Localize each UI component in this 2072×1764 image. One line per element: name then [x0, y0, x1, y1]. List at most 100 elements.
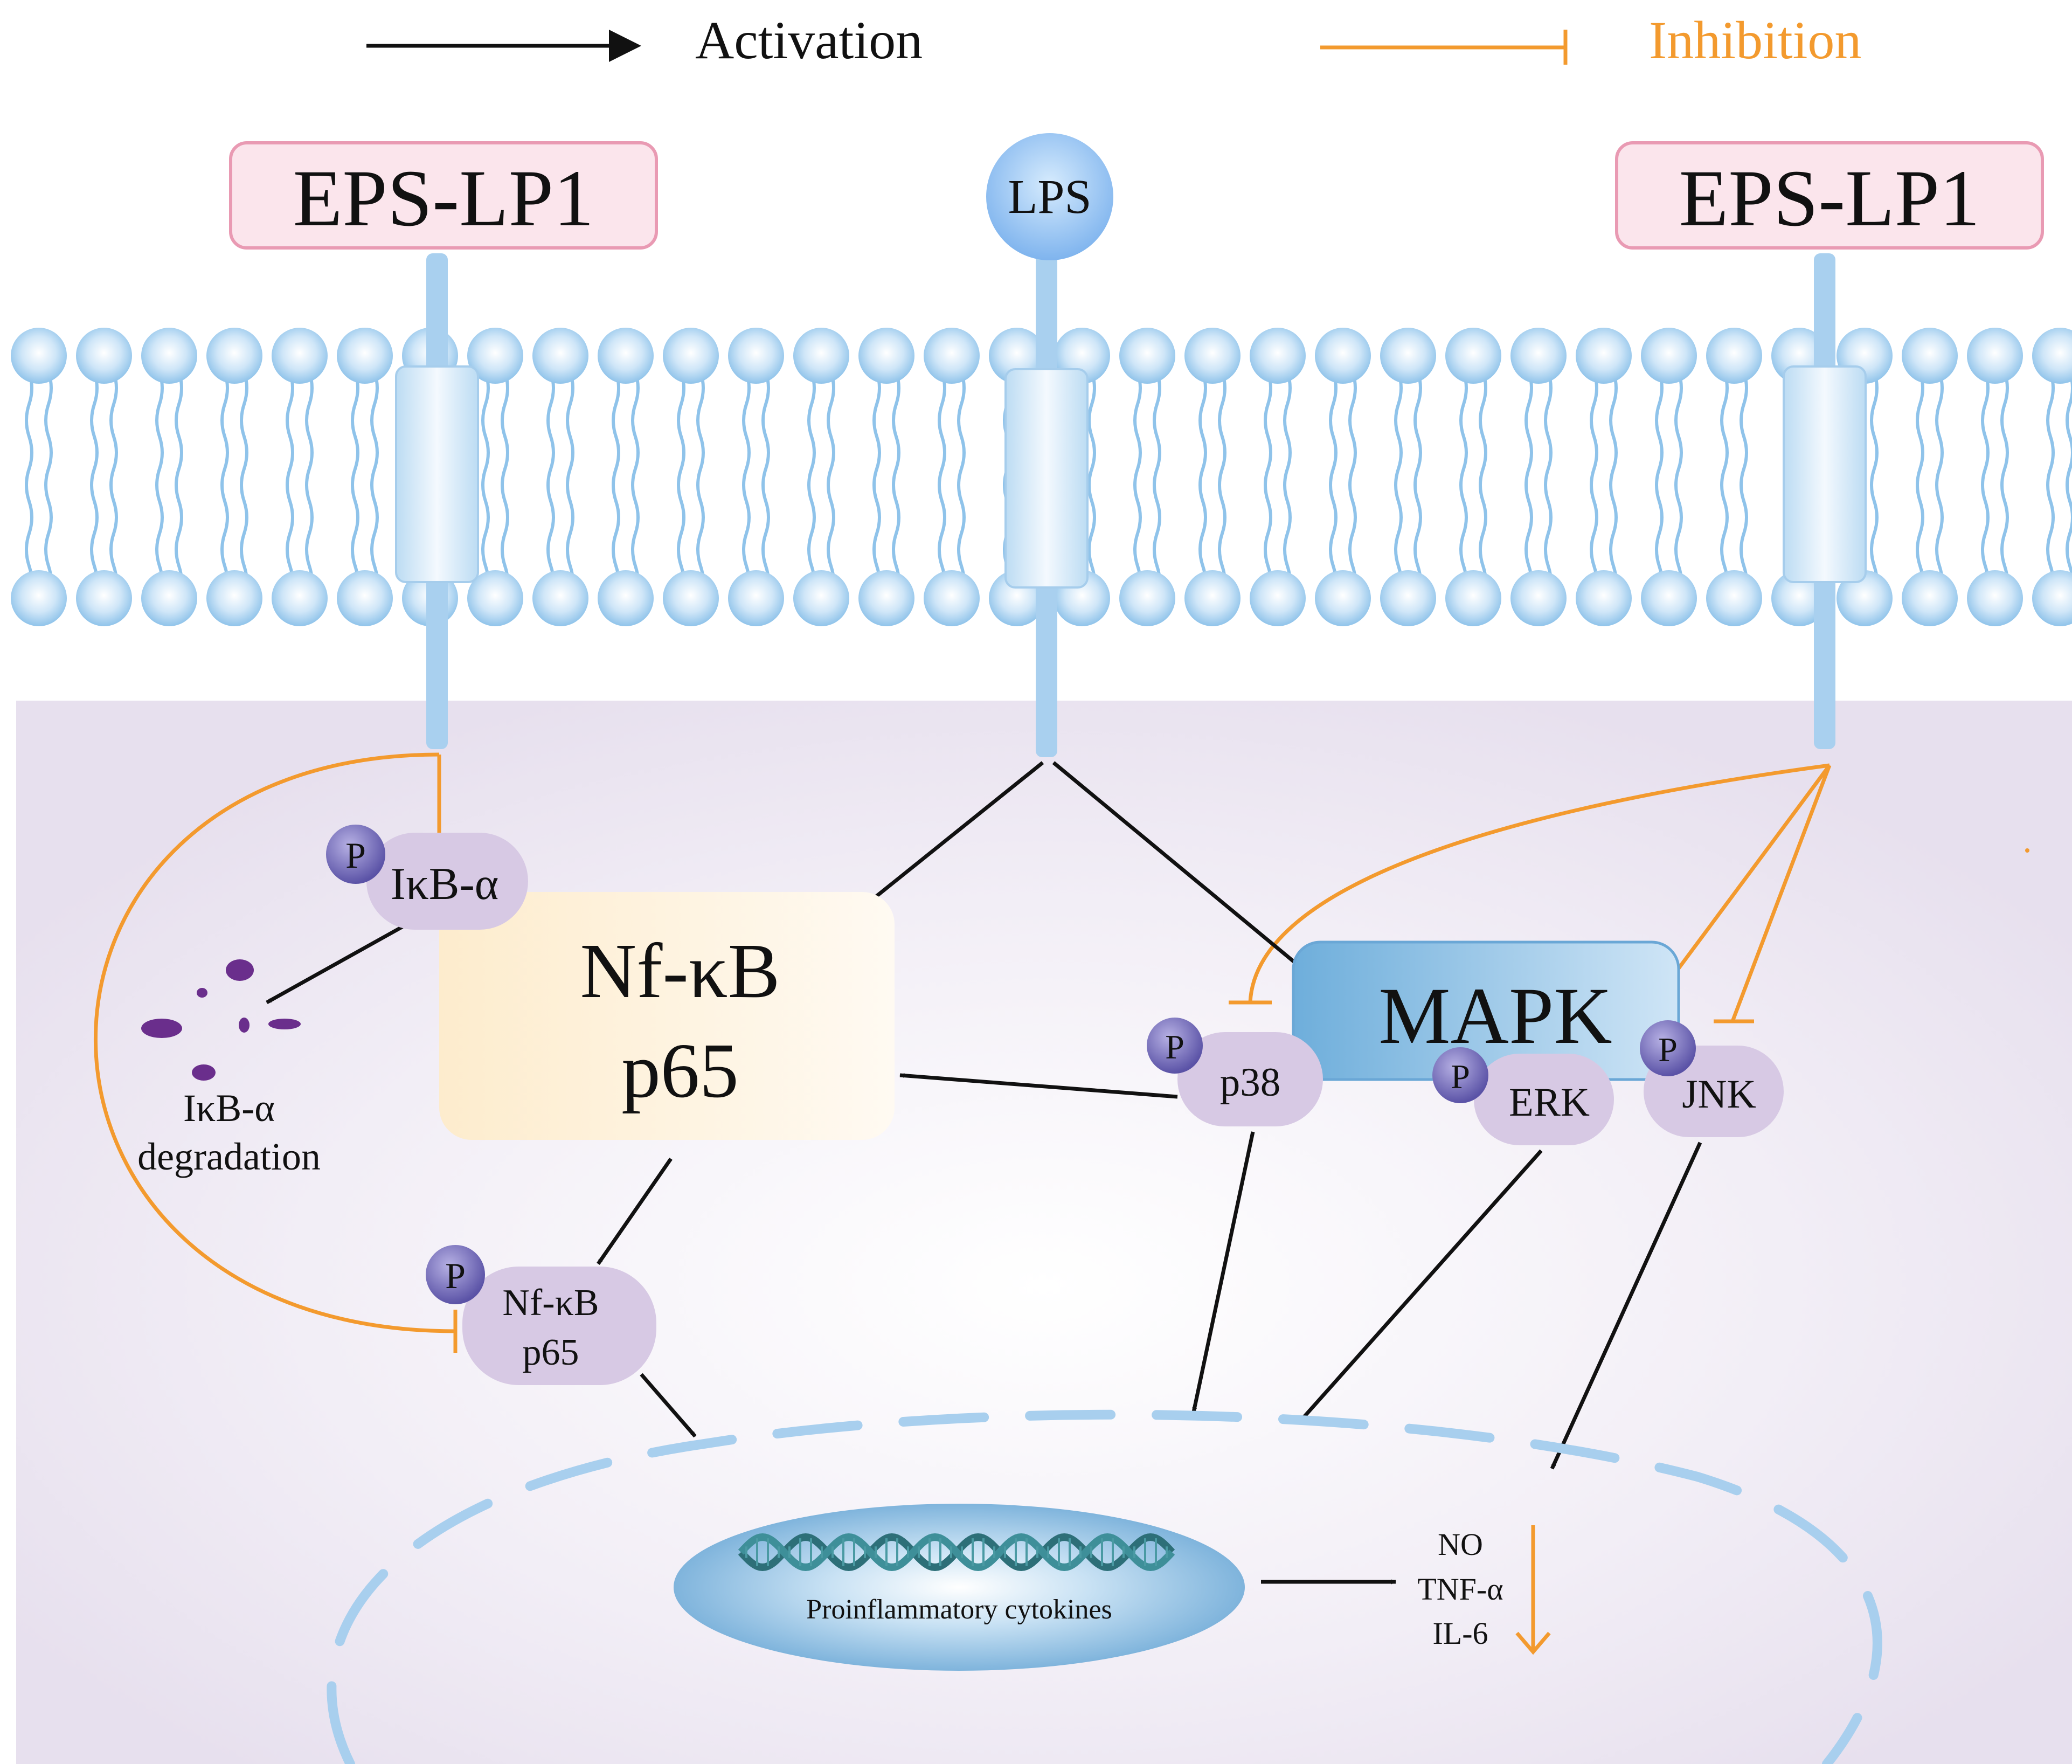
lipid-tail	[155, 371, 164, 599]
ikba-fragments	[141, 959, 301, 1081]
erk-phospho-badge	[1432, 1047, 1488, 1103]
lipid-tail	[1720, 371, 1729, 599]
lipid-head	[11, 328, 67, 384]
lipid-tail	[481, 371, 490, 599]
lipid-head	[1967, 570, 2023, 626]
receptors: EPS-LP1 LPS EPS-LP1	[229, 133, 2044, 757]
lps-ligand: LPS	[986, 133, 1113, 260]
lipid-head	[663, 570, 719, 626]
lipid-head	[1706, 328, 1762, 384]
legend-activation-label: Activation	[695, 10, 923, 70]
p38-label: p38	[1220, 1060, 1281, 1105]
right-eps-lp1-box: EPS-LP1	[1615, 141, 2044, 250]
lipid-tail	[892, 371, 900, 599]
lipid-tail	[286, 371, 294, 599]
lipid-head	[2032, 570, 2072, 626]
lps-label: LPS	[1008, 170, 1091, 224]
right-eps-lp1-label: EPS-LP1	[1679, 154, 1980, 243]
lipid-head	[1902, 328, 1958, 384]
lipid-tail	[1218, 371, 1226, 599]
lipid-head	[1315, 328, 1371, 384]
lipid-head	[1902, 570, 1958, 626]
lipid-head	[467, 328, 523, 384]
erk-node: ERK P	[1432, 1047, 1614, 1145]
ikba-label: IκB-α	[391, 859, 499, 909]
output-down-arrowhead	[1515, 1631, 1551, 1655]
lipid-tail	[1916, 371, 1924, 599]
lipid-head	[206, 328, 262, 384]
dna-region: Proinflammatory cytokines	[674, 1504, 1245, 1671]
left-receptor-channel	[395, 365, 479, 583]
lipid-tail	[696, 371, 705, 599]
lipid-tail	[566, 371, 574, 599]
lps-to-nfkb-arrow	[863, 761, 1044, 907]
lipid-tail	[501, 371, 509, 599]
lipid-head	[532, 328, 588, 384]
nfkb-line2: p65	[621, 1028, 739, 1114]
lipid-tail	[938, 371, 946, 599]
lipid-tail	[1264, 371, 1272, 599]
activation-paths	[266, 761, 1702, 1585]
lipid-head	[532, 570, 588, 626]
lipid-head	[272, 570, 328, 626]
cell-membrane	[11, 328, 2072, 626]
jnk-label: JNK	[1682, 1072, 1756, 1117]
erk-label: ERK	[1509, 1080, 1590, 1125]
cytokine-outputs: NO TNF-α IL-6	[1417, 1527, 1503, 1651]
lipid-tail	[1870, 371, 1879, 599]
dna-strand	[738, 1533, 1175, 1572]
lipid-tail	[240, 371, 248, 599]
lipid-tail	[827, 371, 835, 599]
lipid-head	[1250, 328, 1306, 384]
lipid-head	[1445, 328, 1501, 384]
inhibition-paths	[94, 752, 1832, 1655]
lipid-tail	[1413, 371, 1422, 599]
lipid-tail	[1544, 371, 1553, 599]
dna-ellipse	[674, 1504, 1245, 1671]
lipid-tail	[109, 371, 118, 599]
legend: Activation Inhibition	[366, 10, 1861, 70]
lipid-tail	[1655, 371, 1664, 599]
lipid-head	[11, 570, 67, 626]
mapk-box: MAPK	[1292, 940, 1680, 1081]
lipid-head	[1119, 570, 1175, 626]
lipid-head	[1184, 570, 1241, 626]
lipid-tail	[761, 371, 770, 599]
lipid-head	[858, 328, 914, 384]
lipid-tail	[1674, 371, 1683, 599]
p38-node: p38 P	[1147, 1018, 1323, 1126]
legend-inhibition-label: Inhibition	[1649, 10, 1861, 70]
erk-phospho-label: P	[1451, 1057, 1470, 1096]
lipid-tail	[1087, 371, 1096, 599]
nfkb-p65-box: Nf-κB p65	[439, 892, 895, 1140]
lipid-head	[76, 328, 132, 384]
lipid-tail	[175, 371, 183, 599]
inhibit-p38-line	[1248, 763, 1830, 1003]
pnfkb-to-nucleus-arrow	[640, 1373, 697, 1438]
output-no: NO	[1438, 1527, 1483, 1562]
lipid-tail	[1981, 371, 1990, 599]
lipid-head	[272, 328, 328, 384]
jnk-node: JNK P	[1640, 1020, 1784, 1137]
lipid-tail	[351, 371, 359, 599]
lipid-tail	[305, 371, 314, 599]
lipid-head	[793, 328, 849, 384]
lipid-tail	[1935, 371, 1944, 599]
lipid-tail	[1153, 371, 1161, 599]
lipid-head	[1706, 570, 1762, 626]
lipid-head	[858, 570, 914, 626]
lipid-head	[1510, 328, 1567, 384]
lipid-head	[1119, 328, 1175, 384]
left-eps-lp1-label: EPS-LP1	[293, 154, 594, 243]
jnk-phospho-label: P	[1658, 1030, 1678, 1069]
inhibit-nfkb-loop	[94, 752, 456, 1333]
lipid-tail	[1459, 371, 1468, 599]
lipid-head	[1771, 570, 1827, 626]
lipid-head	[1184, 328, 1241, 384]
p-nfkb-node: Nf-κB p65 P	[426, 1245, 656, 1385]
lipid-head	[1576, 328, 1632, 384]
dna-label: Proinflammatory cytokines	[806, 1594, 1112, 1625]
lipid-tail	[220, 371, 229, 599]
jnk-to-nucleus-arrow	[1550, 1142, 1702, 1470]
lipid-tail	[677, 371, 685, 599]
